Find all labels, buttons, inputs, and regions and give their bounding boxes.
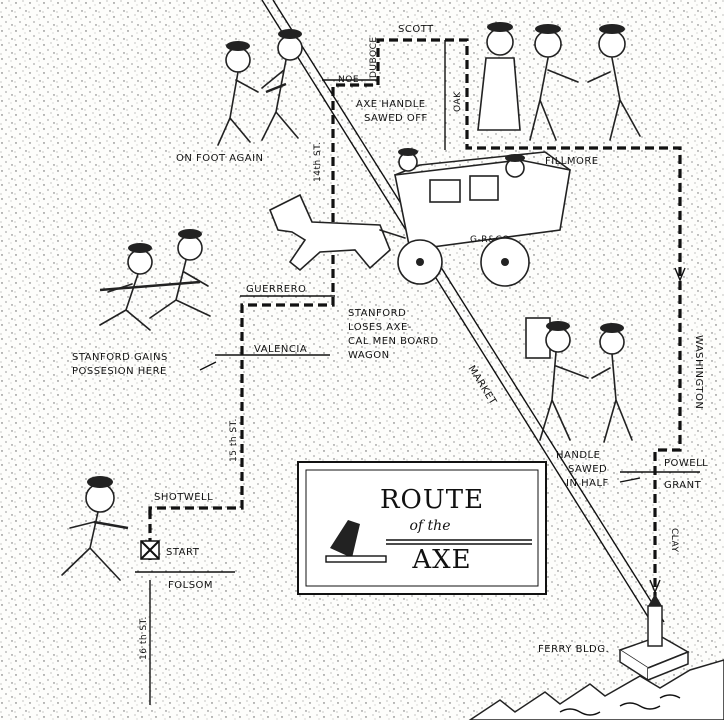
note-stanford-loses-line3: CAL MEN BOARD xyxy=(348,336,439,347)
route-of-the-axe-sign: ROUTE of the AXE xyxy=(297,461,547,595)
note-stanford-loses-line2: LOSES AXE- xyxy=(348,322,412,333)
note-axe-handle-line1: AXE HANDLE xyxy=(356,99,426,110)
street-label-grant: GRANT xyxy=(664,480,702,491)
street-label-oak: OAK xyxy=(453,91,463,112)
route-arrow-icon xyxy=(649,579,661,594)
handle-exchange-illustration xyxy=(525,317,633,443)
street-label-valencia: VALENCIA xyxy=(254,344,307,355)
note-stanford-gains-line1: STANFORD GAINS xyxy=(72,352,168,363)
wagon-sign-text: G-R&CO xyxy=(470,235,510,245)
street-label-powell: POWELL xyxy=(664,458,708,469)
axe-icon xyxy=(325,520,532,563)
street-label-scott: SCOTT xyxy=(398,24,434,35)
note-stanford-gains-line2: POSSESION HERE xyxy=(72,366,167,377)
start-marker-icon xyxy=(140,540,160,560)
running-pair-illustration xyxy=(99,229,211,331)
ferry-building-icon xyxy=(618,594,690,682)
axe-route-path xyxy=(148,38,682,640)
axe-runner-illustration xyxy=(61,476,129,581)
note-start: START xyxy=(166,547,200,558)
street-label-fourteenth: 14th ST. xyxy=(313,141,323,182)
bay-shoreline xyxy=(468,659,724,720)
handshake-trio-illustration xyxy=(477,22,641,141)
street-label-duboce: DUBOCE xyxy=(369,36,379,78)
note-stanford-loses-line1: STANFORD xyxy=(348,308,406,319)
note-axe-handle-line2: SAWED OFF xyxy=(364,113,428,124)
street-label-guerrero: GUERRERO xyxy=(246,284,306,295)
street-label-washington: WASHINGTON xyxy=(693,335,704,409)
route-arrow-icon xyxy=(674,267,686,282)
street-label-noe: NOE xyxy=(338,75,359,85)
title-line-axe: AXE xyxy=(411,545,471,575)
horse-wagon-illustration: G-R&CO xyxy=(268,148,571,287)
title-line-route: ROUTE xyxy=(380,485,484,515)
title-line-of-the: of the xyxy=(410,518,451,534)
walking-pair-illustration xyxy=(217,29,303,146)
note-ferry-building: FERRY BLDG. xyxy=(538,644,609,655)
note-on-foot-again: ON FOOT AGAIN xyxy=(176,153,264,164)
street-label-fifteenth: 15 th ST. xyxy=(229,418,239,462)
market-street xyxy=(261,0,665,629)
note-handle-half-line2: SAWED xyxy=(568,464,607,475)
street-label-sixteenth: 16 th ST. xyxy=(139,616,149,660)
street-label-fillmore: FILLMORE xyxy=(545,156,599,167)
note-stanford-loses-line4: WAGON xyxy=(348,350,390,361)
street-label-shotwell: SHOTWELL xyxy=(154,492,213,503)
note-handle-half-line1: HANDLE xyxy=(556,450,600,461)
street-label-folsom: FOLSOM xyxy=(168,580,213,591)
note-handle-half-line3: IN HALF xyxy=(566,478,609,489)
street-label-clay: CLAY xyxy=(669,528,679,552)
